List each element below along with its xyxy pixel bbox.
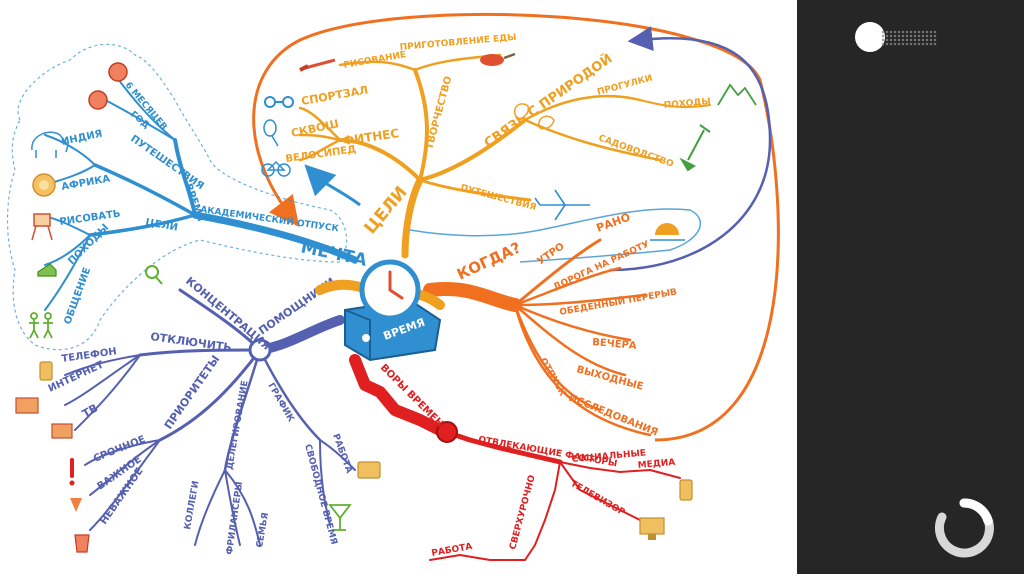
exclamation-icon [70, 498, 82, 512]
sun-icon [650, 223, 685, 241]
exclamation-icon [69, 458, 75, 486]
bin-icon [74, 534, 90, 553]
computer-icon [15, 397, 39, 414]
briefcase-icon [357, 461, 381, 479]
helpers-tv: ТВ [80, 401, 100, 420]
airplane-icon [534, 189, 590, 221]
dream-travel: ПУТЕШЕСТВИЯ [128, 133, 205, 192]
mind-map: МЕЧТА АКАДЕМИЧЕСКИЙ ОТПУСК ВРЕМЯ 6 МЕСЯЦ… [6, 12, 780, 561]
helpers-family: СЕМЬЯ [255, 512, 271, 549]
goals-drawing: РИСОВАНИЕ [343, 50, 407, 71]
dream-india: ИНДИЯ [60, 129, 103, 148]
goals-hikes: ПОХОДЫ [663, 97, 711, 111]
brush-icon [299, 58, 336, 72]
loop-arrow-navy [609, 26, 772, 272]
thieves-media: МЕДИА [637, 458, 675, 471]
goals-walks: ПРОГУЛКИ [596, 74, 653, 98]
computer-icon [639, 517, 665, 540]
when-evenings: ВЕЧЕРА [592, 337, 637, 352]
clock-icon [88, 90, 108, 110]
helpers-delegation: ДЕЛЕГИРОВАНИЕ [225, 380, 251, 471]
easel-icon [31, 213, 53, 241]
dream-draw: РИСОВАТЬ [59, 209, 121, 228]
branch-thieves [349, 354, 681, 561]
thieves-overtime: СВЕРХУРОЧНО [508, 474, 538, 551]
when-research: ИССЛЕДОВАНИЯ [567, 393, 660, 439]
goals-cooking: ПРИГОТОВЛЕНИЕ ЕДЫ [399, 33, 517, 53]
toggle-track [881, 30, 937, 46]
racket-icon [263, 119, 279, 147]
pan-icon [480, 52, 516, 66]
helpers-hub [248, 338, 272, 362]
phone-icon [39, 361, 53, 381]
dream-cloud [6, 43, 348, 351]
phone-icon [679, 479, 693, 501]
helpers-colleagues: КОЛЛЕГИ [183, 480, 201, 530]
toggle-knob [855, 22, 885, 52]
people-icon [29, 312, 53, 339]
when-vacation: ОТПУСК [537, 357, 567, 399]
toggle-icon[interactable] [855, 22, 937, 54]
when-label: КОГДА? [454, 238, 523, 283]
branch-when [423, 238, 652, 437]
branch-helpers [64, 288, 356, 546]
bicycle-icon [261, 160, 291, 177]
tv-icon [51, 423, 73, 439]
center-node: ВРЕМЯ [315, 259, 445, 362]
elephant-icon [31, 131, 69, 158]
shoe-icon [37, 263, 57, 277]
alarm-icon [436, 421, 458, 443]
helpers-work: РАБОТА [330, 433, 353, 475]
goals-gym: СПОРТЗАЛ [300, 83, 369, 108]
goals-cloud [409, 208, 702, 263]
dark-side-panel [797, 0, 1024, 574]
goals-creativity: ТВОРЧЕСТВО [424, 75, 454, 151]
when-weekends: ВЫХОДНЫЕ [575, 364, 644, 392]
when-commute: ДОРОГА НА РАБОТУ [552, 239, 651, 292]
shovel-icon [679, 124, 711, 172]
mountain-icon [717, 83, 757, 106]
dream-communication: ОБЩЕНИЕ [62, 266, 93, 326]
leaf-icon [513, 103, 555, 130]
branch-dream [34, 74, 359, 311]
dream-label: МЕЧТА [299, 237, 370, 271]
mind-map-slide: МЕЧТА АКАДЕМИЧЕСКИЙ ОТПУСК ВРЕМЯ 6 МЕСЯЦ… [6, 12, 780, 561]
helpers-internet: ИНТЕРНЕТ [47, 359, 106, 394]
clock-icon [108, 62, 128, 82]
branch-goals [298, 53, 711, 259]
goals-nature: СВЯЗЬ С ПРИРОДОЙ [481, 51, 615, 152]
goals-bike: ВЕЛОСИПЕД [285, 144, 357, 165]
magnifier-icon [145, 265, 163, 285]
goals-gardening: САДОВОДСТВО [597, 133, 675, 170]
loading-ring-icon[interactable] [933, 497, 995, 559]
cocktail-icon [328, 504, 352, 531]
arrow-blue [304, 164, 361, 207]
lion-icon [32, 173, 56, 197]
when-morning: УТРО [535, 241, 566, 267]
thieves-tv: ТЕЛЕВИЗОР [569, 479, 627, 518]
dream-hikes: ПОХОДЫ [66, 222, 111, 267]
dumbbell-icon [264, 96, 294, 108]
